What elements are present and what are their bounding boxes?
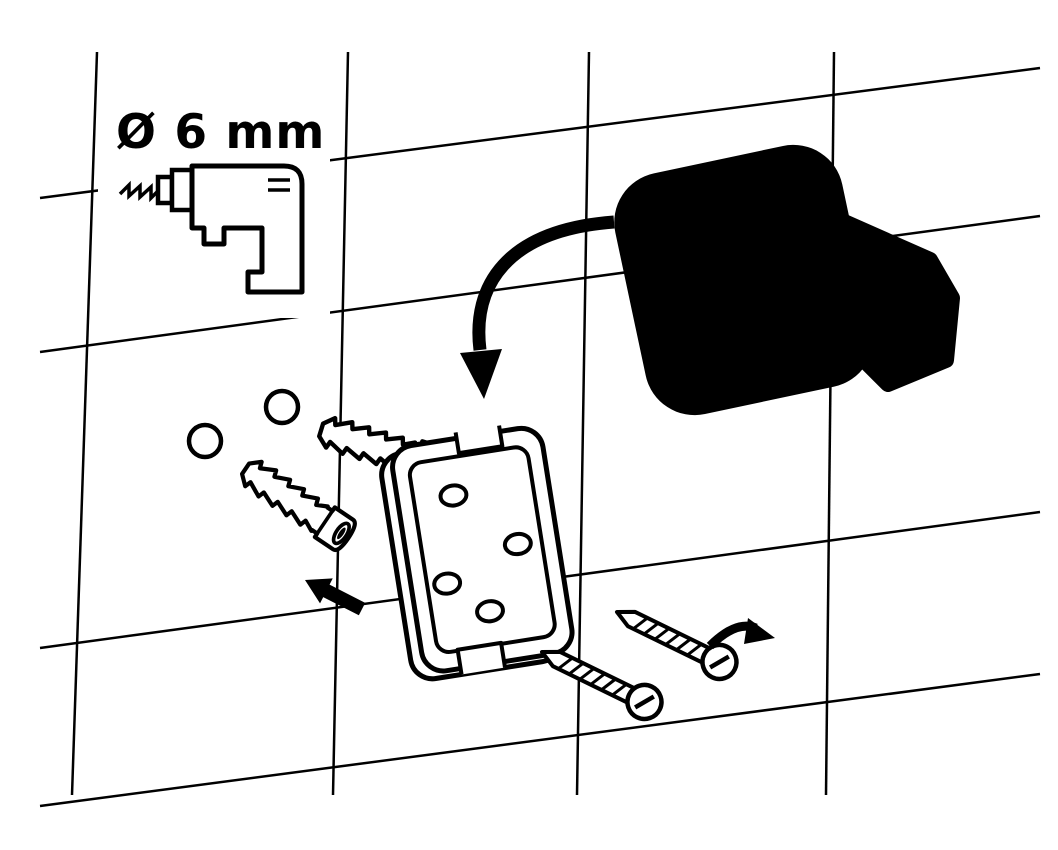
tile-line (70, 51, 99, 796)
attach-hook-arrow-head (460, 349, 502, 399)
hook-base-plate (614, 144, 874, 416)
drill-size-label: Ø 6 mm (116, 105, 325, 160)
plate-screw-hole (438, 483, 469, 508)
insert-plugs-arrow-icon (305, 578, 366, 616)
drill-bit (118, 180, 162, 203)
plate-screw-hole (475, 599, 505, 624)
turn-screw-arrow-icon (706, 618, 775, 650)
drilled-hole (263, 388, 301, 426)
plate-screw-holes (432, 483, 533, 624)
drill-body (189, 163, 305, 295)
mounting-plate-icon (379, 425, 575, 682)
plate-top-clip-notch (453, 425, 505, 456)
plate-bottom-clip-notch (455, 640, 507, 675)
drill-chuck (169, 167, 195, 213)
plate-screw-hole (502, 531, 533, 557)
hook-peg (818, 206, 960, 392)
plate-screw-hole (432, 571, 463, 596)
turn-screw-arrow-head (744, 618, 775, 644)
attach-hook-arrow-icon (460, 215, 615, 399)
screw-icon (535, 637, 668, 725)
drilled-holes (186, 388, 301, 460)
attach-hook-arrow-shaft (472, 215, 615, 351)
tile-line (39, 672, 1041, 808)
drilled-hole (186, 422, 224, 460)
hook-icon (614, 144, 960, 416)
power-drill-icon (118, 163, 305, 295)
